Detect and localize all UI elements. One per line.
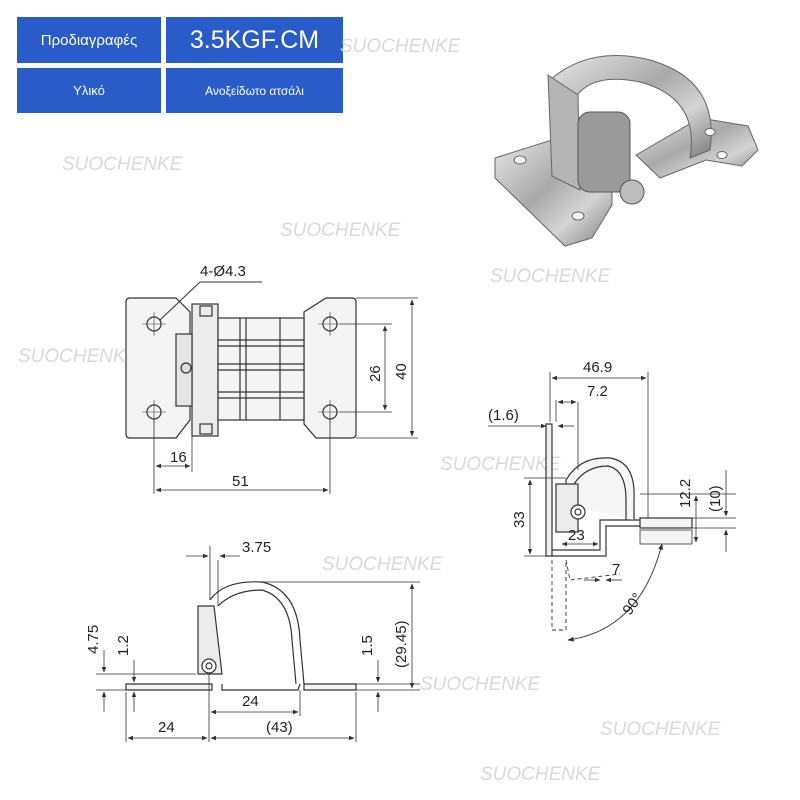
material-value-cell: Ανοξείδωτο ατσάλι — [166, 68, 343, 113]
front-view — [96, 546, 420, 742]
dim-label-26: 26 — [367, 365, 384, 382]
dim-label-1-2: 1.2 — [115, 635, 132, 656]
watermark-text: SUOCHENKE — [490, 266, 611, 287]
dim-label-40: 40 — [393, 363, 410, 380]
watermark-text: SUOCHENKE — [322, 554, 443, 575]
dim-label-1-5: 1.5 — [359, 635, 376, 656]
watermark-text: SUOCHENKE — [18, 346, 139, 367]
watermarks: SUOCHENKE SUOCHENKE SUOCHENKE SUOCHENKE … — [18, 36, 721, 785]
dim-label-43: (43) — [266, 719, 293, 736]
material-label-cell: Υλικό — [17, 68, 161, 113]
dim-label-23: 23 — [568, 527, 585, 544]
dim-label-12-2: 12.2 — [677, 479, 694, 508]
dim-label-7: 7 — [612, 561, 620, 578]
watermark-text: SUOCHENKE — [62, 154, 183, 175]
dim-label-90-deg: 90° — [619, 590, 646, 618]
side-view — [488, 372, 736, 642]
watermark-text: SUOCHENKE — [280, 220, 401, 241]
spec-value-cell: 3.5KGF.CM — [166, 17, 343, 63]
watermark-text: SUOCHENKE — [480, 764, 601, 785]
dim-label-4-75: 4.75 — [85, 625, 102, 654]
hole-callout-label: 4-Ø4.3 — [200, 263, 246, 280]
hinge-product-photo — [494, 55, 759, 247]
spec-table: Προδιαγραφές 3.5KGF.CM Υλικό Ανοξείδωτο … — [17, 17, 343, 113]
dim-label-1-6: (1.6) — [488, 407, 519, 424]
dim-label-46-9: 46.9 — [583, 359, 612, 376]
dim-label-24-left: 24 — [158, 719, 175, 736]
dim-label-33: 33 — [511, 511, 528, 528]
spec-label-cell: Προδιαγραφές — [17, 17, 161, 63]
watermark-text: SUOCHENKE — [440, 454, 561, 475]
dim-label-51: 51 — [232, 473, 249, 490]
dim-label-10: (10) — [707, 485, 724, 512]
dim-label-3-75: 3.75 — [242, 539, 271, 556]
watermark-text: SUOCHENKE — [420, 674, 541, 695]
dim-label-29-45: (29.45) — [393, 620, 410, 668]
watermark-text: SUOCHENKE — [600, 719, 721, 740]
dim-label-24-inner: 24 — [242, 693, 259, 710]
dim-label-16: 16 — [170, 449, 187, 466]
top-view — [125, 281, 418, 494]
watermark-text: SUOCHENKE — [340, 36, 461, 57]
dim-label-7-2: 7.2 — [587, 383, 608, 400]
